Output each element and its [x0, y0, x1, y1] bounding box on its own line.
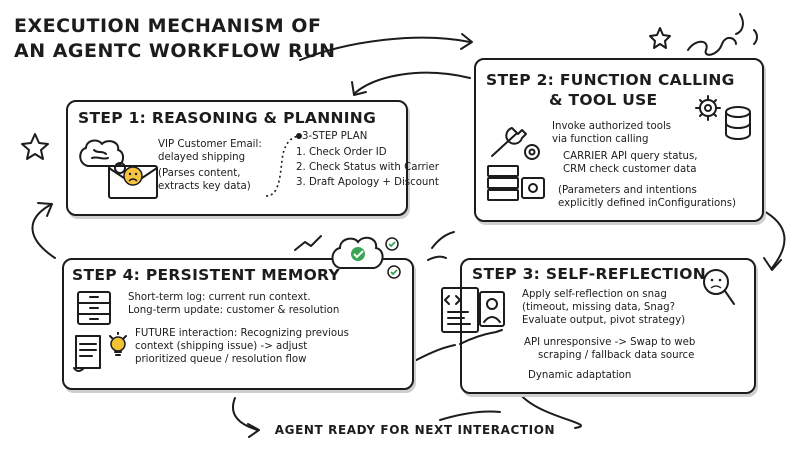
arrow-step4-to-step1	[31, 204, 56, 259]
step3-reflect-line-1: Apply self-reflection on snag	[522, 289, 667, 300]
step1-plan-item-1: 1. Check Order ID	[296, 147, 387, 158]
step1-plan-heading: 3-STEP PLAN	[302, 131, 368, 142]
arrow-to-footer	[232, 397, 259, 431]
step3-card	[460, 258, 756, 394]
lightbulb-icon	[110, 336, 126, 352]
step2-invoke-line-1: Invoke authorized tools	[552, 121, 672, 132]
pointing-hand-icon	[459, 329, 503, 345]
file-cabinet-icon	[77, 291, 111, 325]
step3-title: STEP 3: SELF-REFLECTION	[472, 265, 706, 283]
server-icon	[487, 165, 545, 201]
title-line-2: AN AGENTC WORKFLOW RUN	[14, 40, 336, 62]
star-doodle-icon	[21, 133, 49, 160]
step1-title: STEP 1: REASONING & PLANNING	[78, 109, 377, 127]
step1-plan-item-3: 3. Draft Apology + Discount	[296, 177, 439, 188]
step2-param-line-2: explicitly defined inConfigurations)	[558, 198, 737, 209]
step1-email-line-1: VIP Customer Email:	[158, 139, 262, 150]
scroll-icon	[73, 332, 127, 372]
step3-fallback-line-1: API unresponsive -> Swap to web	[524, 337, 696, 348]
arrow-step2-to-step3	[761, 209, 786, 269]
step2-invoke-line-2: via function calling	[552, 134, 649, 145]
arrow-title-to-step2	[299, 36, 471, 61]
worried-face-icon	[123, 166, 143, 186]
swirl-doodle-icon	[687, 37, 737, 56]
person-portrait-icon	[479, 291, 505, 327]
step4-card	[62, 258, 414, 390]
step4-title: STEP 4: PERSISTENT MEMORY	[72, 266, 340, 284]
step1-email-line-2: delayed shipping	[158, 152, 246, 163]
step4-log-line-2: Long-term update: customer & resolution	[128, 305, 340, 316]
step4-log-line-1: Short-term log: current run context.	[128, 292, 311, 303]
step2-title-line-2: & TOOL USE	[549, 91, 658, 109]
plan-connector	[265, 133, 302, 197]
step3-fallback-line-2: scraping / fallback data source	[538, 350, 695, 361]
step1-email-line-3: (Parses content,	[158, 168, 241, 179]
footer-caption: AGENT READY FOR NEXT INTERACTION	[274, 423, 556, 437]
step2-title-line-1: STEP 2: FUNCTION CALLING	[486, 71, 735, 89]
step1-plan-item-2: 2. Check Status with Carrier	[296, 162, 439, 173]
step4-future-line-3: prioritized queue / resolution flow	[135, 354, 307, 365]
envelope-icon	[108, 165, 158, 199]
title-line-1: EXECUTION MECHANISM OF	[14, 15, 322, 37]
step2-api-line-2: CRM check customer data	[563, 164, 697, 175]
step3-adapt: Dynamic adaptation	[528, 370, 632, 381]
magnifier-face-icon	[703, 269, 735, 305]
gear-icon	[524, 144, 540, 160]
step3-reflect-line-2: (timeout, missing data, Snag?	[522, 302, 675, 313]
brain-gear-icon	[79, 139, 126, 174]
step2-param-line-1: (Parameters and intentions	[558, 185, 697, 196]
step2-api-line-1: CARRIER API query status,	[563, 151, 698, 162]
arrow-step2-to-step1	[354, 71, 471, 94]
database-icon	[695, 95, 751, 140]
diagram-title: EXECUTION MECHANISM OF AN AGENTC WORKFLO…	[14, 14, 344, 64]
step4-future-line-2: context (shipping issue) -> adjust	[135, 341, 308, 352]
monitor-gear-icon	[521, 177, 545, 199]
step4-future-line-1: FUTURE interaction: Recognizing previous	[135, 328, 349, 339]
code-window-icon	[441, 287, 505, 345]
wrench-icon	[491, 127, 540, 160]
step3-reflect-line-3: Evaluate output, pivot strategy)	[522, 315, 686, 326]
brain-check-icon	[331, 236, 401, 279]
step1-email-line-4: extracts key data)	[158, 181, 251, 192]
